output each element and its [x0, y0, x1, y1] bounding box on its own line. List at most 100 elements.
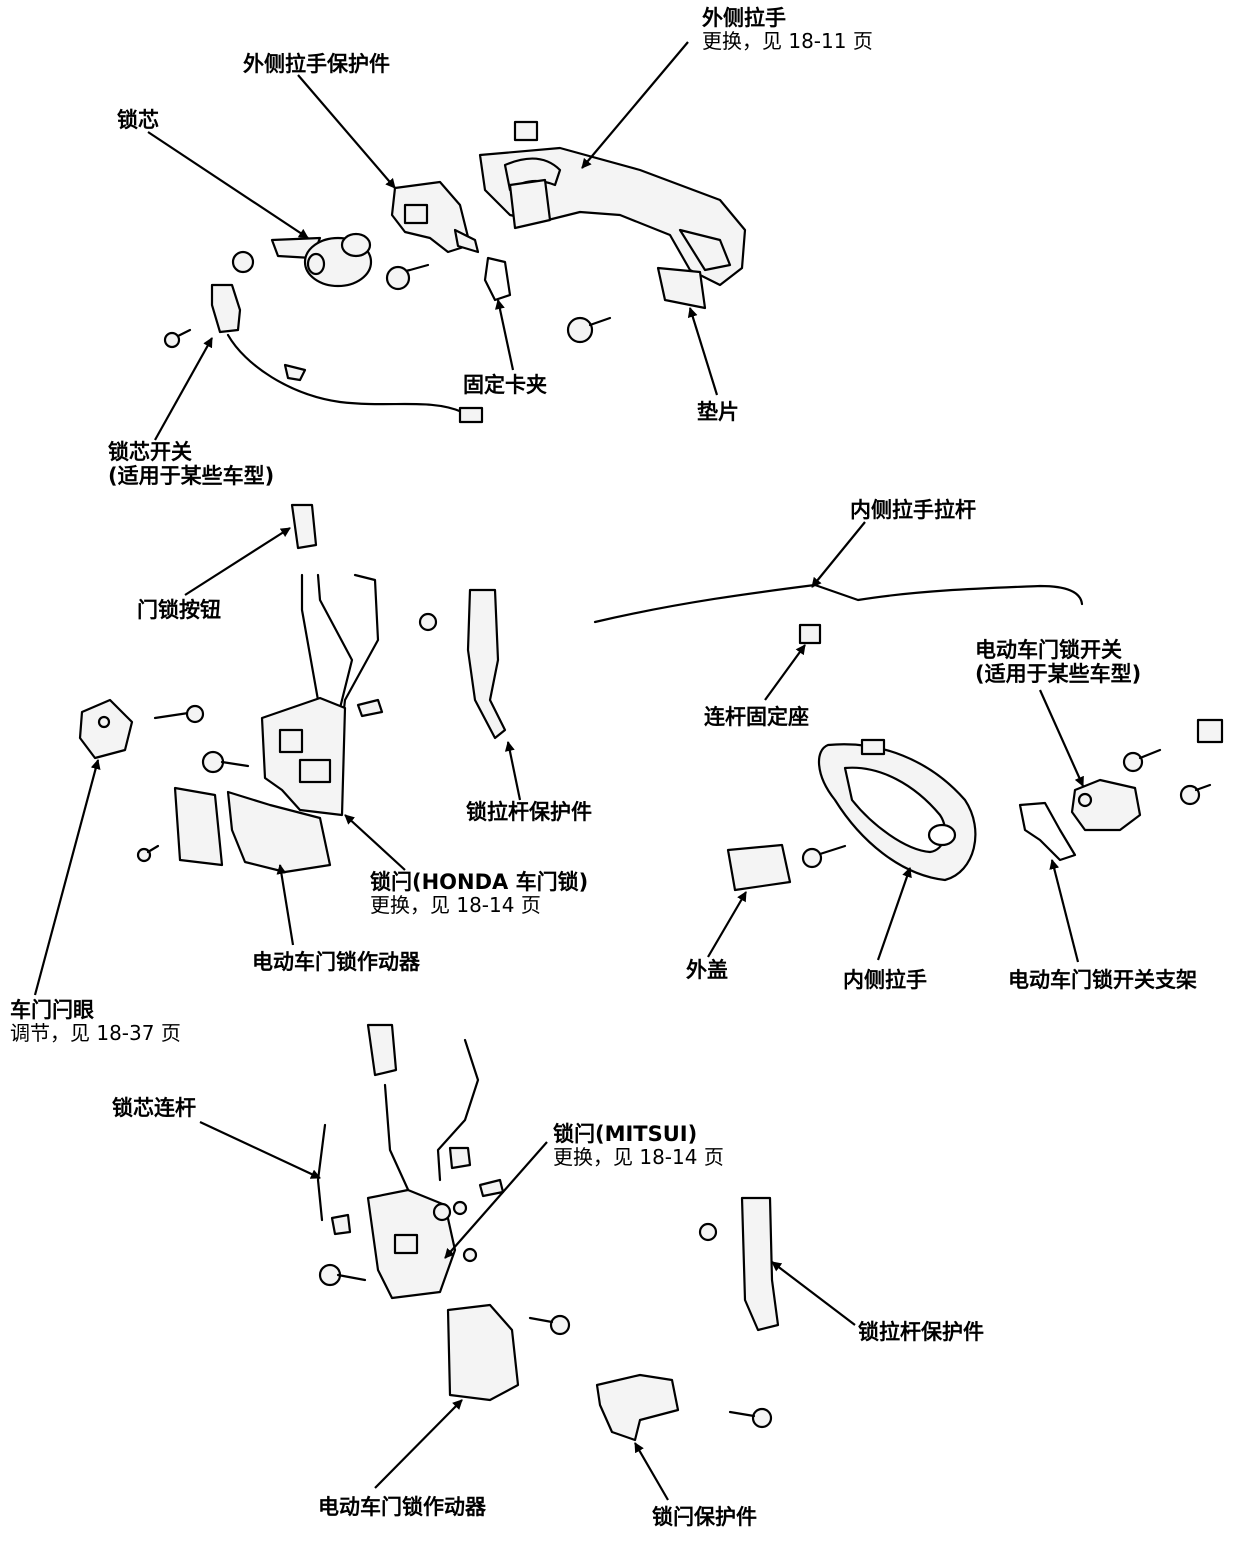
label-inner-handle: 内侧拉手: [843, 968, 927, 992]
label-cylinder-switch-note: (适用于某些车型): [108, 464, 275, 489]
mitsui-latch-rods: [316, 1038, 480, 1222]
label-latch-mitsui: 锁闩(MITSUI) 更换，见 18-14 页: [553, 1122, 724, 1169]
leader-lines: [33, 41, 1085, 1501]
honda-nut: [418, 612, 438, 632]
label-actuator-honda-title: 电动车门锁作动器: [252, 950, 420, 974]
leader-pad: [687, 307, 719, 396]
leader-rod-holder: [764, 644, 806, 701]
label-lock-cylinder: 锁芯: [117, 108, 159, 132]
honda-actuator-part: [226, 790, 332, 874]
label-power-lock-switch: 电动车门锁开关 (适用于某些车型): [975, 638, 1141, 686]
label-rod-protector-honda-title: 锁拉杆保护件: [466, 800, 592, 824]
inner-handle-screw: [801, 844, 847, 869]
label-retaining-clip: 固定卡夹: [463, 373, 547, 397]
latch-protector-screw: [728, 1407, 773, 1429]
switch-bracket-part: [1018, 801, 1077, 862]
label-latch-honda: 锁闩(HONDA 车门锁) 更换，见 18-14 页: [370, 870, 588, 917]
label-actuator-mitsui-title: 电动车门锁作动器: [318, 1495, 486, 1519]
leader-striker: [33, 759, 101, 996]
label-striker: 车门闩眼 调节，见 18-37 页: [10, 998, 181, 1045]
label-actuator-honda: 电动车门锁作动器: [252, 950, 420, 974]
label-outer-handle-protector-title: 外侧拉手保护件: [243, 52, 390, 76]
mitsui-nut-a: [452, 1200, 468, 1216]
label-outer-handle-protector: 外侧拉手保护件: [243, 52, 390, 76]
label-lock-knob: 门锁按钮: [137, 598, 221, 622]
leader-lock-knob: [184, 527, 291, 596]
label-lock-knob-title: 门锁按钮: [137, 598, 221, 622]
mitsui-actuator-part: [446, 1303, 520, 1402]
mitsui-protector-nut: [698, 1222, 718, 1242]
label-cylinder-rod: 锁芯连杆: [112, 1096, 196, 1120]
mitsui-latch-part: [366, 1188, 457, 1300]
switch-screw-b: [1179, 783, 1212, 806]
label-rod-protector-mitsui-title: 锁拉杆保护件: [858, 1320, 984, 1344]
mitsui-bolt: [318, 1263, 367, 1287]
label-striker-title: 车门闩眼: [10, 998, 94, 1022]
leader-outer-handle: [581, 41, 689, 169]
striker-bolt: [153, 704, 205, 724]
label-cylinder-rod-title: 锁芯连杆: [112, 1096, 196, 1120]
leader-power-switch: [1038, 689, 1085, 787]
leader-retaining-clip: [494, 299, 515, 371]
label-cylinder-switch-title: 锁芯开关: [108, 440, 192, 464]
label-actuator-mitsui: 电动车门锁作动器: [318, 1495, 486, 1519]
pad-part: [656, 266, 707, 310]
latch-protector-part: [595, 1373, 680, 1442]
small-screw-a: [163, 328, 192, 349]
label-cover-title: 外盖: [686, 958, 728, 982]
screw-a: [385, 263, 430, 291]
label-rod-holder: 连杆固定座: [704, 705, 809, 729]
latch-bolt: [201, 750, 250, 774]
label-outer-handle-note: 更换，见 18-11 页: [702, 29, 873, 54]
label-switch-bracket: 电动车门锁开关支架: [1008, 968, 1197, 992]
leader-switch-bracket: [1049, 859, 1080, 963]
leader-latch-protector: [634, 1442, 669, 1501]
label-latch-protector-title: 锁闩保护件: [652, 1505, 757, 1529]
honda-rod-protector-part: [466, 588, 507, 740]
label-latch-protector: 锁闩保护件: [652, 1505, 757, 1529]
leader-cover: [707, 891, 747, 958]
outer-handle-part: [478, 120, 747, 287]
label-striker-note: 调节，见 18-37 页: [10, 1021, 181, 1046]
label-inner-handle-rod: 内侧拉手拉杆: [850, 498, 976, 522]
label-inner-handle-title: 内侧拉手: [843, 968, 927, 992]
label-latch-mitsui-title: 锁闩(MITSUI): [553, 1122, 698, 1146]
retaining-clip-part: [483, 256, 512, 302]
cover-part: [726, 843, 792, 892]
striker-part: [78, 698, 134, 760]
cylinder-nut: [231, 250, 255, 274]
inner-handle-rod-part: [593, 583, 1084, 624]
label-latch-honda-title: 锁闩(HONDA 车门锁): [370, 870, 589, 894]
cylinder-rod-clip: [330, 1213, 352, 1236]
switch-clip: [1196, 718, 1224, 744]
label-rod-protector-honda: 锁拉杆保护件: [466, 800, 592, 824]
leader-lock-cylinder: [147, 131, 309, 239]
leader-mitsui-actuator: [374, 1399, 463, 1489]
leader-cylinder-rod: [199, 1121, 321, 1179]
leader-inner-handle: [876, 867, 912, 961]
label-pad-title: 垫片: [697, 400, 739, 424]
honda-clip: [356, 698, 384, 718]
label-outer-handle-title: 外侧拉手: [702, 6, 786, 30]
leader-honda-actuator: [276, 864, 295, 946]
leader-outer-protector: [297, 74, 396, 189]
lock-knob-part: [290, 503, 318, 550]
inner-handle-part: [817, 738, 977, 882]
leader-mitsui-protector: [771, 1261, 856, 1326]
label-rod-protector-mitsui: 锁拉杆保护件: [858, 1320, 984, 1344]
label-latch-honda-note: 更换，见 18-14 页: [370, 893, 541, 918]
rod-holder-part: [798, 623, 822, 645]
label-pad: 垫片: [697, 400, 739, 424]
actuator-screw: [528, 1314, 571, 1336]
honda-latch-part: [260, 696, 347, 817]
mitsui-nut-b: [462, 1247, 478, 1263]
label-switch-bracket-title: 电动车门锁开关支架: [1008, 968, 1197, 992]
leader-honda-latch: [344, 814, 406, 871]
label-cover: 外盖: [686, 958, 728, 982]
label-rod-holder-title: 连杆固定座: [704, 705, 809, 729]
label-power-lock-switch-note: (适用于某些车型): [975, 662, 1142, 687]
mitsui-rod-protector-part: [740, 1196, 780, 1332]
outer-handle-protector-part: [390, 180, 480, 254]
